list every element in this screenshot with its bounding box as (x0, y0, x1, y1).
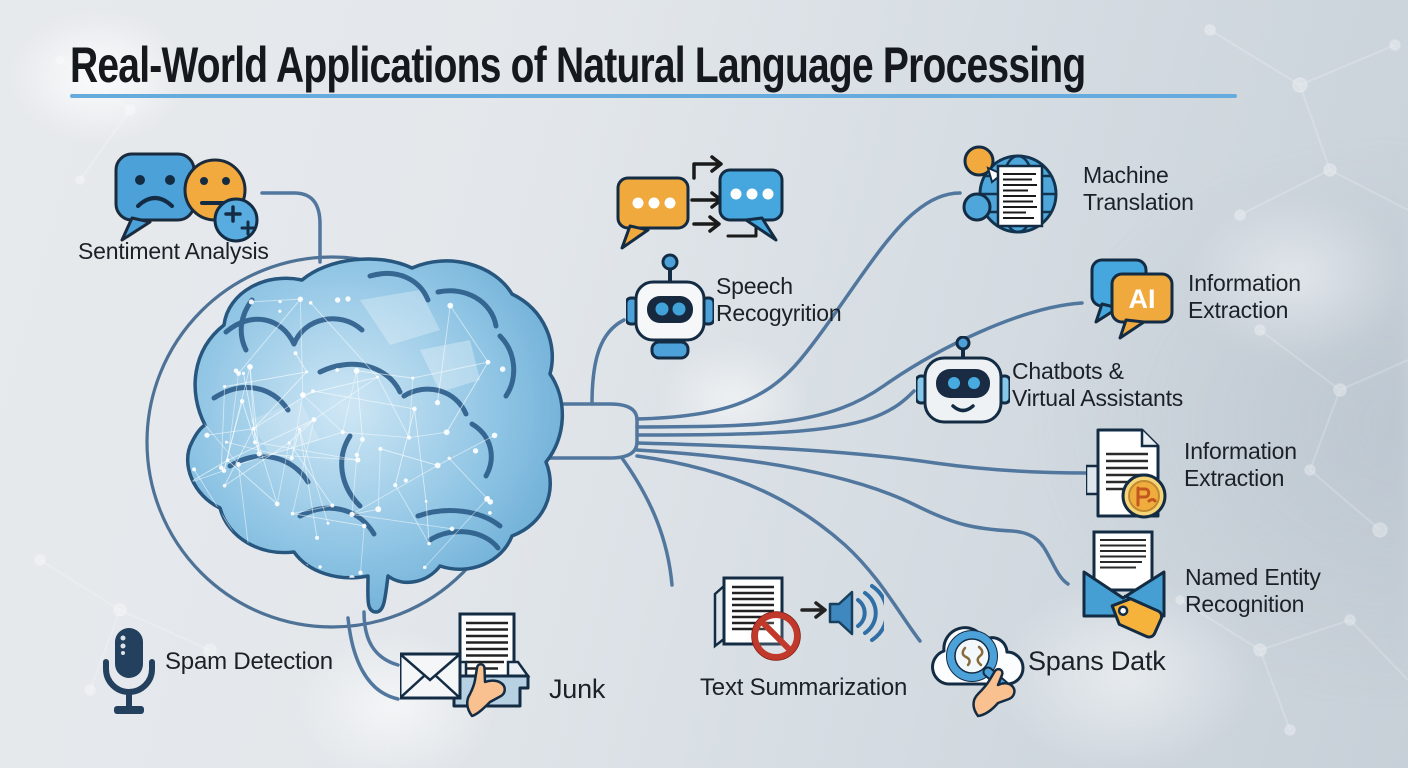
ai-chat-bubbles-icon: AI (1090, 258, 1174, 340)
speech-recognition-label: Speech Recogyrition (716, 273, 842, 326)
sentiment-faces-icon (114, 152, 259, 243)
globe-document-icon (962, 145, 1058, 234)
cloud-search-icon (931, 626, 1025, 718)
summarize-to-speech-icon (713, 576, 884, 661)
speech-bubbles-icon (616, 155, 784, 250)
spans-datk-label: Spans Datk (1028, 646, 1166, 676)
junk-mail-icon (400, 612, 531, 718)
text-summarization-label: Text Summarization (700, 674, 908, 701)
junk-label: Junk (549, 674, 606, 704)
machine-translation-label: Machine Translation (1083, 162, 1194, 215)
arrow-right-icon (800, 601, 827, 619)
microphone-icon (103, 628, 155, 714)
pointing-hand-icon (466, 663, 506, 718)
page-title: Real-World Applications of Natural Langu… (70, 37, 1086, 93)
sentiment-analysis-label: Sentiment Analysis (78, 238, 269, 264)
chatbots-label: Chatbots & Virtual Assistants (1012, 358, 1184, 411)
information-extraction-doc-label: Information Extraction (1184, 438, 1297, 491)
ai-badge-text: AI (1129, 284, 1156, 314)
named-entity-recognition-label: Named Entity Recognition (1185, 564, 1321, 617)
spam-detection-label: Spam Detection (165, 648, 333, 675)
brain-circle-outline (145, 255, 519, 629)
title-underline (70, 94, 1237, 98)
speaker-icon (828, 590, 854, 636)
brain-illustration (186, 257, 565, 614)
speech-robot-icon (626, 253, 714, 360)
chatbot-robot-icon (916, 336, 1010, 424)
document-badge-icon (1086, 428, 1167, 519)
pointing-hand-icon (972, 667, 1016, 718)
information-extraction-ai-label: Information Extraction (1188, 270, 1301, 323)
envelope-tag-icon (1082, 530, 1166, 639)
